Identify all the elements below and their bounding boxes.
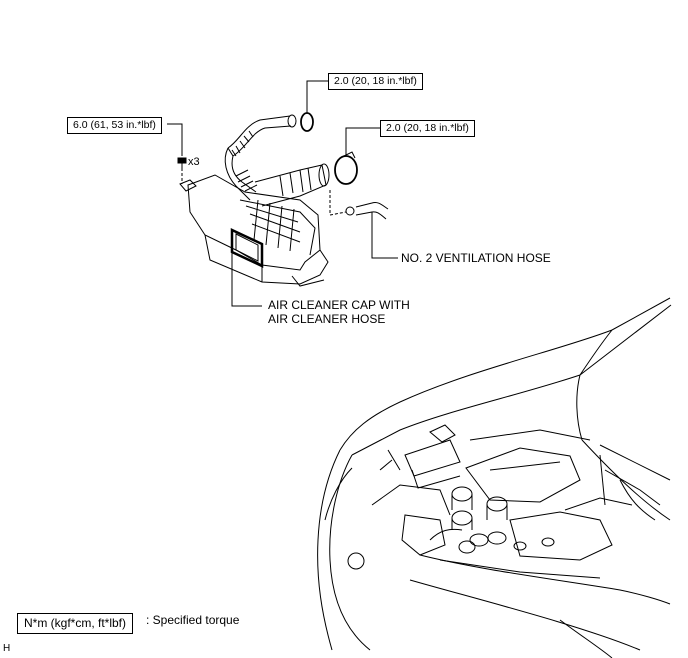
legend-description: : Specified torque (146, 613, 240, 627)
air-cleaner-leader (231, 246, 262, 307)
air-cleaner-label-line1: AIR CLEANER CAP WITH (268, 298, 410, 312)
vent-hose-leader-dashed (329, 190, 347, 216)
legend-unit-box: N*m (kgf*cm, ft*lbf) (17, 613, 134, 634)
ventilation-hose-label: NO. 2 VENTILATION HOSE (401, 251, 551, 265)
bolt-quantity: x3 (188, 156, 200, 168)
clamp-top-leader (306, 80, 328, 113)
hose-clamp-top-icon (300, 112, 314, 132)
hose-clamp-right-icon (334, 155, 358, 185)
clamp-right-leader (345, 127, 380, 156)
bolt-callout-leader (167, 123, 183, 156)
vent-hose-leader (371, 212, 398, 259)
air-cleaner-assembly (179, 114, 330, 287)
clamp-top-torque-callout: 2.0 (20, 18 in.*lbf) (328, 73, 423, 90)
ventilation-hose-icon (345, 202, 389, 220)
air-cleaner-label-line2: AIR CLEANER HOSE (268, 312, 386, 326)
bolt-icon (177, 157, 187, 168)
bolt-torque-callout: 6.0 (61, 53 in.*lbf) (67, 117, 162, 134)
figure-code: H (3, 643, 11, 654)
clamp-right-torque-callout: 2.0 (20, 18 in.*lbf) (380, 120, 475, 137)
vehicle-outline (317, 297, 672, 658)
